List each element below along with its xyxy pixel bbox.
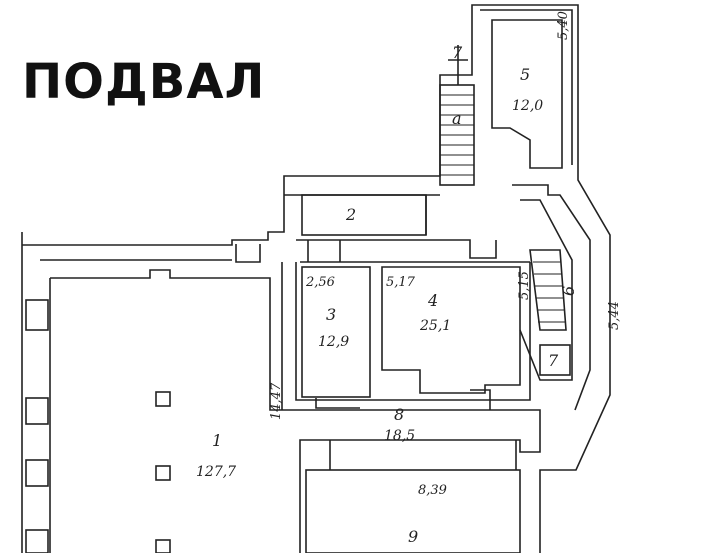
- room-7-outline: [539, 344, 571, 376]
- room-1-area: 127,7: [196, 464, 236, 480]
- outer-wall: [21, 4, 611, 553]
- room-3-number: 3: [326, 305, 336, 324]
- room-3-area: 12,9: [318, 334, 349, 350]
- room-3-width-dim: 2,56: [305, 275, 335, 290]
- room-7-number: 7: [548, 351, 559, 370]
- room-6-outline: [512, 184, 591, 411]
- room-5-area: 12,0: [512, 98, 543, 114]
- stair-7-label: 7: [452, 43, 463, 62]
- room-4-height-dim: 5,15: [517, 271, 532, 300]
- room-1-height-dim: 14,47: [269, 382, 284, 420]
- floor-title: ПОДВАЛ: [22, 54, 266, 110]
- room-6-number: 6: [559, 286, 578, 296]
- room-4-number: 4: [427, 291, 438, 310]
- room-3-outline: [301, 266, 371, 398]
- room-5-outline: [491, 19, 563, 169]
- stair-treads: [440, 94, 566, 323]
- room-9-number: 9: [408, 527, 418, 546]
- room-4-area: 25,1: [419, 318, 451, 334]
- room-9-width-dim: 8,39: [418, 483, 447, 498]
- room-1-number: 1: [212, 431, 222, 450]
- room-5-height-dim: 5,40: [556, 11, 571, 40]
- room-4-outline: [381, 266, 521, 394]
- room-2-outline: [301, 194, 427, 236]
- room-2-number: 2: [345, 205, 356, 224]
- room-4-width-dim: 5,17: [386, 275, 416, 290]
- stair-a-label: а: [452, 109, 462, 128]
- room-8-area: 18,5: [384, 428, 415, 444]
- room-5-number: 5: [520, 65, 530, 84]
- columns: [155, 391, 171, 553]
- room-8-number: 8: [394, 405, 404, 424]
- room-6-height-dim: 5,44: [607, 301, 622, 330]
- room-9-outline: [305, 469, 521, 553]
- windows-left: [25, 299, 49, 553]
